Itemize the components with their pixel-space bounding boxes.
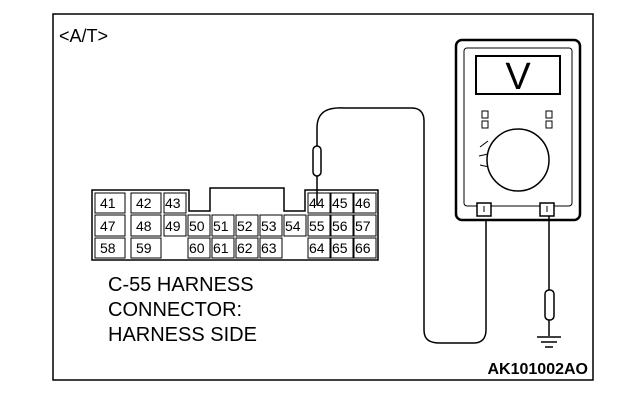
pin-cell-42 — [130, 192, 162, 214]
multimeter: V — [454, 38, 582, 222]
pin-cell-63 — [259, 237, 283, 259]
pin-label: 58 — [100, 240, 116, 256]
positive-test-lead — [316, 107, 487, 344]
pin-label: 55 — [309, 218, 325, 234]
pin-label: 63 — [261, 240, 277, 256]
pin-label: 66 — [355, 240, 371, 256]
meter-face — [463, 47, 573, 207]
pin-label: 51 — [213, 218, 229, 234]
pin-label: 60 — [189, 240, 205, 256]
pin-cell-53 — [259, 214, 283, 237]
pin-label: 62 — [237, 240, 253, 256]
pin-label: 64 — [309, 240, 325, 256]
probe-handle — [544, 289, 555, 321]
negative-test-probe — [544, 216, 555, 336]
pin-label: 42 — [136, 195, 152, 211]
pin-cell-61 — [211, 237, 235, 259]
pin-cell-64 — [307, 237, 331, 259]
meter-button-icon — [481, 120, 489, 129]
pin-cell-60 — [187, 237, 211, 259]
connector-housing — [91, 187, 379, 261]
pin-cell-54 — [283, 214, 307, 237]
pin-cell-50 — [187, 214, 211, 237]
pin-cell-47 — [94, 214, 126, 237]
pin-label: 61 — [213, 240, 229, 256]
pin-cell-59 — [130, 237, 162, 259]
pin-cell-57 — [353, 214, 377, 237]
pin-label: 53 — [261, 218, 277, 234]
pin-cell-51 — [211, 214, 235, 237]
pin-cell-62 — [235, 237, 259, 259]
mode-label: <A/T> — [59, 26, 108, 46]
voltage-symbol: V — [505, 56, 531, 98]
pin-cell-49 — [163, 214, 187, 237]
pin-label: 54 — [285, 218, 301, 234]
figure-code: AK101002AO — [488, 361, 589, 378]
dial-tick-mark — [479, 140, 489, 148]
pin-cell-66 — [353, 237, 377, 259]
connector-caption-line: CONNECTOR: — [108, 299, 242, 321]
ground-symbol-icon — [537, 336, 561, 348]
pin-cell-56 — [330, 214, 354, 237]
meter-button-icon — [545, 110, 553, 119]
pin-label: 47 — [100, 218, 116, 234]
positive-test-probe — [312, 128, 322, 205]
pin-cell-52 — [235, 214, 259, 237]
meter-button-icon — [545, 120, 553, 129]
meter-display — [475, 55, 561, 95]
pin-cell-41 — [94, 192, 126, 214]
pin-label: 48 — [136, 218, 152, 234]
pin-cell-48 — [130, 214, 162, 237]
pin-cell-55 — [307, 214, 331, 237]
pin-cell-45 — [330, 192, 354, 214]
dial-tick-mark — [478, 153, 489, 157]
pin-label: 65 — [332, 240, 348, 256]
pin-label: 56 — [332, 218, 348, 234]
pin-label: 49 — [165, 218, 181, 234]
pin-label: 57 — [355, 218, 371, 234]
pin-cell-44 — [307, 192, 331, 214]
pin-label: 46 — [355, 195, 371, 211]
pin-label: 41 — [100, 195, 116, 211]
pin-cell-58 — [94, 237, 126, 259]
pin-label: 43 — [165, 195, 181, 211]
pin-label: 59 — [136, 240, 152, 256]
connector-caption-line: HARNESS SIDE — [108, 324, 257, 346]
pin-label: 52 — [237, 218, 253, 234]
meter-button-icon — [481, 110, 489, 119]
harness-connector: 41 42 43 44 45 46 47 48 49 50 51 52 53 5… — [91, 187, 379, 261]
pin-label: 50 — [189, 218, 205, 234]
pin-cell-46 — [353, 192, 377, 214]
pin-cell-65 — [330, 237, 354, 259]
probe-handle — [312, 145, 322, 177]
figure-frame — [52, 13, 594, 381]
pin-label: 45 — [332, 195, 348, 211]
rotary-dial-knob — [486, 128, 550, 192]
connector-caption-line: C-55 HARNESS — [108, 274, 254, 296]
pin-cell-43 — [163, 192, 187, 214]
